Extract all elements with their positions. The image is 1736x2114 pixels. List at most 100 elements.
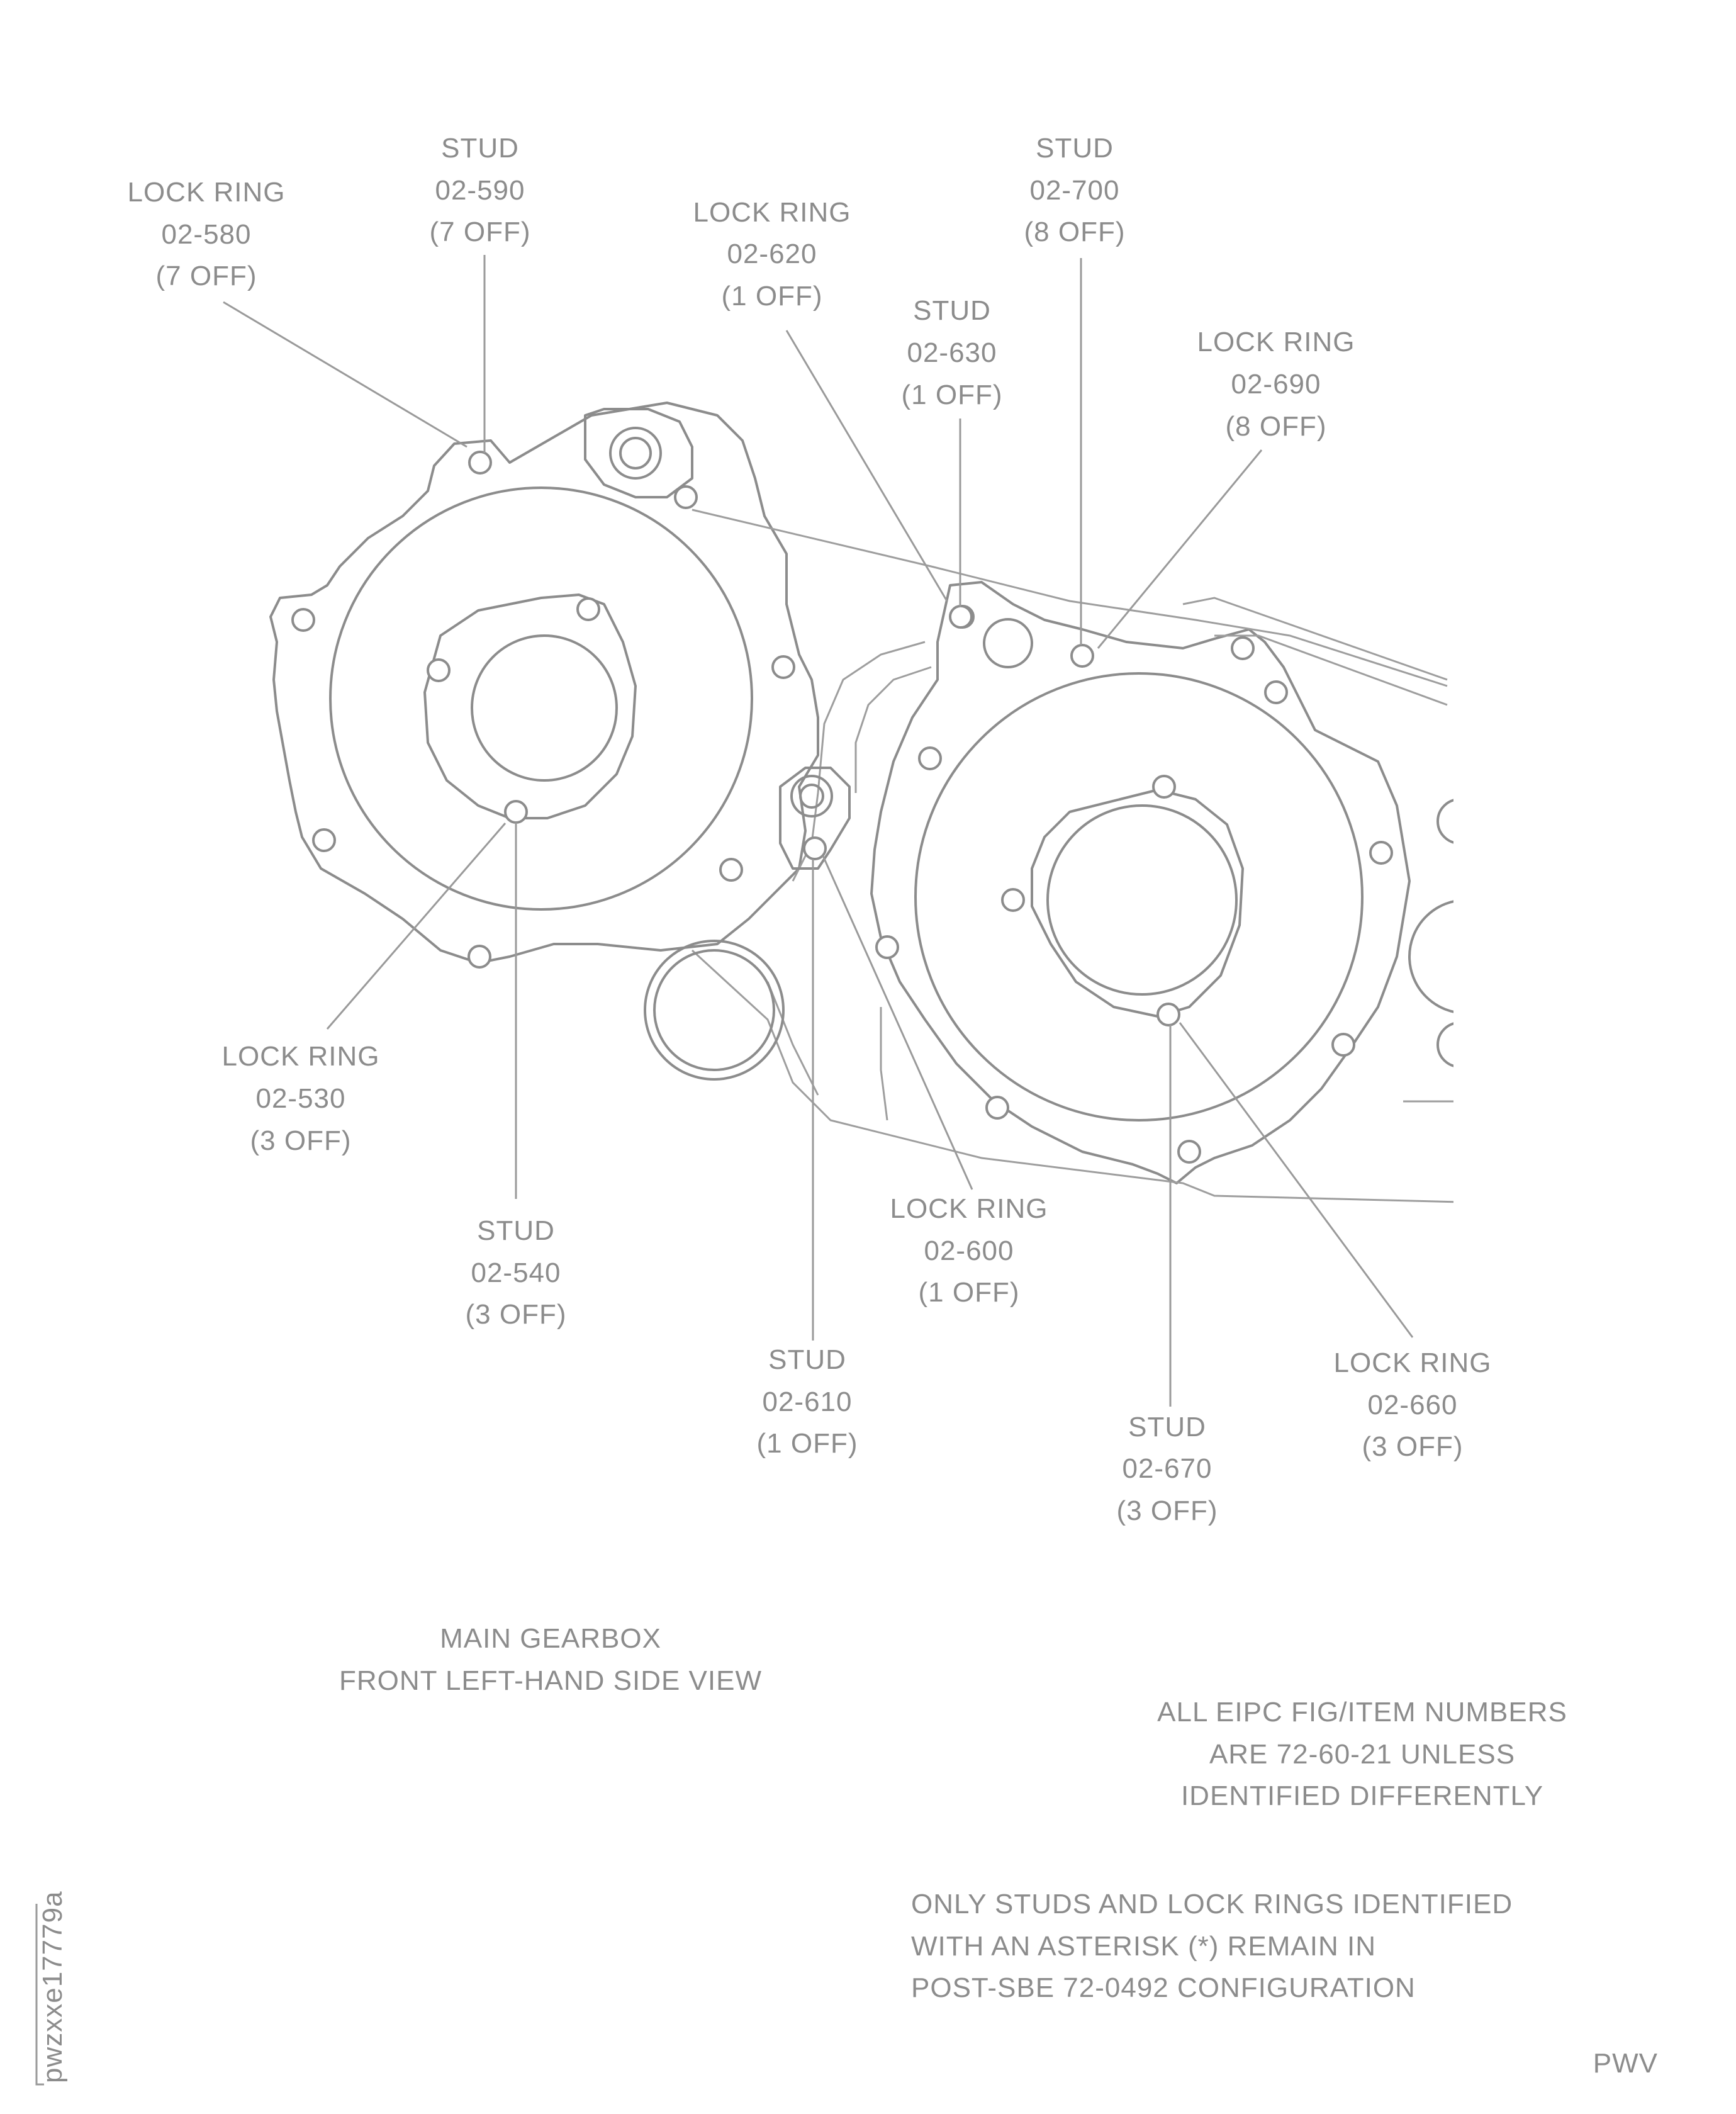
left-cover-disc bbox=[329, 486, 753, 911]
left-bearing-plate bbox=[423, 593, 637, 819]
leader-lines bbox=[223, 255, 1414, 1407]
leader-02-530 bbox=[326, 823, 507, 1030]
callout-quantity: (1 OFF) bbox=[722, 281, 823, 312]
upper-boss-bore bbox=[609, 427, 662, 480]
housing-lower-edge-2 bbox=[766, 981, 819, 1096]
callout-quantity: (3 OFF) bbox=[1362, 1431, 1464, 1462]
callout-name: STUD bbox=[1036, 133, 1114, 164]
upper-boss-bore-inner bbox=[619, 437, 652, 469]
callout-stud-02-670: STUD 02-670 (3 OFF) bbox=[1117, 1412, 1218, 1526]
callout-lock-ring-02-530: LOCK RING 02-530 (3 OFF) bbox=[221, 1041, 379, 1156]
right-flange-outline bbox=[870, 581, 1411, 1184]
note-eipc-line-3: IDENTIFIED DIFFERENTLY bbox=[1181, 1780, 1543, 1811]
central-stud-boss-bore bbox=[790, 775, 833, 818]
leader-02-600 bbox=[822, 855, 973, 1190]
callout-part-number: 02-630 bbox=[907, 337, 997, 368]
callout-part-number: 02-580 bbox=[161, 219, 251, 250]
note-asterisk: ONLY STUDS AND LOCK RINGS IDENTIFIED WIT… bbox=[911, 1889, 1513, 2003]
callout-lock-ring-02-660: LOCK RING 02-660 (3 OFF) bbox=[1333, 1347, 1491, 1462]
callout-name: STUD bbox=[441, 133, 519, 164]
callout-quantity: (7 OFF) bbox=[156, 261, 257, 291]
corner-code: PWV bbox=[1593, 2048, 1658, 2079]
right-bearing-plate bbox=[1031, 789, 1244, 1018]
callout-quantity: (1 OFF) bbox=[757, 1428, 858, 1459]
callout-part-number: 02-540 bbox=[471, 1257, 561, 1288]
note-eipc-line-2: ARE 72-60-21 UNLESS bbox=[1209, 1739, 1515, 1770]
callout-quantity: (8 OFF) bbox=[1024, 216, 1126, 247]
central-stud-boss bbox=[779, 767, 851, 870]
leader-02-620 bbox=[785, 330, 948, 602]
view-title: MAIN GEARBOX FRONT LEFT-HAND SIDE VIEW bbox=[339, 1623, 762, 1696]
lower-port-inner bbox=[653, 949, 775, 1071]
callout-name: LOCK RING bbox=[693, 197, 851, 228]
callout-name: STUD bbox=[1128, 1412, 1206, 1442]
callout-quantity: (8 OFF) bbox=[1226, 411, 1327, 442]
callout-part-number: 02-690 bbox=[1231, 369, 1321, 400]
note-asterisk-line-2: WITH AN ASTERISK (*) REMAIN IN bbox=[911, 1931, 1376, 1962]
note-eipc-line-1: ALL EIPC FIG/ITEM NUMBERS bbox=[1157, 1697, 1567, 1728]
upper-right-boss-hole bbox=[949, 605, 973, 629]
lower-port-outer bbox=[644, 940, 785, 1081]
right-bore bbox=[1046, 804, 1238, 996]
note-asterisk-line-3: POST-SBE 72-0492 CONFIGURATION bbox=[911, 1972, 1416, 2003]
callout-stud-02-590: STUD 02-590 (7 OFF) bbox=[430, 133, 531, 247]
callout-quantity: (1 OFF) bbox=[902, 380, 1003, 410]
callout-part-number: 02-670 bbox=[1122, 1453, 1212, 1484]
left-flange-bolt-holes bbox=[291, 451, 795, 969]
callout-name: STUD bbox=[913, 295, 991, 326]
image-id-text: pwzxxe17779a bbox=[37, 1891, 68, 2083]
callout-stud-02-700: STUD 02-700 (8 OFF) bbox=[1024, 133, 1126, 247]
right-flange-bolt-holes bbox=[803, 605, 1393, 1164]
housing-lower-edge bbox=[691, 949, 1460, 1203]
callout-name: LOCK RING bbox=[1333, 1347, 1491, 1378]
callout-name: LOCK RING bbox=[1197, 327, 1355, 357]
right-cover-disc bbox=[914, 672, 1364, 1122]
callout-stud-02-630: STUD 02-630 (1 OFF) bbox=[902, 295, 1003, 410]
callout-name: STUD bbox=[768, 1344, 846, 1375]
callout-lock-ring-02-580: LOCK RING 02-580 (7 OFF) bbox=[127, 177, 285, 291]
callout-lock-ring-02-620: LOCK RING 02-620 (1 OFF) bbox=[693, 197, 851, 312]
callout-part-number: 02-530 bbox=[255, 1083, 345, 1114]
housing-top-edge bbox=[692, 509, 1448, 687]
leader-02-660 bbox=[1179, 1022, 1414, 1338]
callout-lock-ring-02-690: LOCK RING 02-690 (8 OFF) bbox=[1197, 327, 1355, 442]
callout-quantity: (3 OFF) bbox=[1117, 1495, 1218, 1526]
callout-part-number: 02-600 bbox=[924, 1235, 1014, 1266]
callout-stud-02-540: STUD 02-540 (3 OFF) bbox=[466, 1215, 567, 1330]
callout-part-number: 02-660 bbox=[1367, 1390, 1457, 1420]
callout-quantity: (3 OFF) bbox=[250, 1125, 352, 1156]
central-web-3 bbox=[880, 1007, 888, 1121]
callout-part-number: 02-590 bbox=[435, 175, 525, 206]
callout-part-number: 02-620 bbox=[727, 239, 817, 269]
left-flange-outline bbox=[269, 402, 819, 964]
image-id-bracket bbox=[35, 1904, 44, 2086]
central-web-2 bbox=[854, 666, 932, 793]
callout-lock-ring-02-600: LOCK RING 02-600 (1 OFF) bbox=[890, 1193, 1048, 1308]
callout-part-number: 02-610 bbox=[762, 1386, 852, 1417]
housing-upper-right bbox=[1182, 597, 1448, 681]
callout-stud-02-610: STUD 02-610 (1 OFF) bbox=[757, 1344, 858, 1459]
callout-labels: LOCK RING 02-580 (7 OFF) STUD 02-590 (7 … bbox=[127, 133, 1491, 1526]
right-crop-mask bbox=[1453, 755, 1736, 1259]
note-eipc: ALL EIPC FIG/ITEM NUMBERS ARE 72-60-21 U… bbox=[1157, 1697, 1567, 1811]
callout-quantity: (1 OFF) bbox=[919, 1277, 1020, 1308]
view-title-line-2: FRONT LEFT-HAND SIDE VIEW bbox=[339, 1665, 762, 1696]
leader-02-690 bbox=[1097, 449, 1263, 649]
left-bore bbox=[471, 634, 618, 782]
note-asterisk-line-1: ONLY STUDS AND LOCK RINGS IDENTIFIED bbox=[911, 1889, 1513, 1920]
callout-name: STUD bbox=[477, 1215, 555, 1246]
callout-name: LOCK RING bbox=[890, 1193, 1048, 1224]
callout-name: LOCK RING bbox=[221, 1041, 379, 1072]
callout-part-number: 02-700 bbox=[1029, 175, 1119, 206]
view-title-line-1: MAIN GEARBOX bbox=[440, 1623, 661, 1654]
upper-right-boss bbox=[983, 618, 1033, 668]
callout-quantity: (7 OFF) bbox=[430, 216, 531, 247]
leader-02-580 bbox=[223, 301, 468, 448]
callout-name: LOCK RING bbox=[127, 177, 285, 208]
callout-quantity: (3 OFF) bbox=[466, 1299, 567, 1330]
upper-boss bbox=[584, 408, 693, 498]
image-id-block: pwzxxe17779a bbox=[35, 1891, 68, 2086]
gearbox-housing-drawing bbox=[269, 402, 1736, 1259]
housing-top-edge-2 bbox=[1214, 634, 1448, 706]
